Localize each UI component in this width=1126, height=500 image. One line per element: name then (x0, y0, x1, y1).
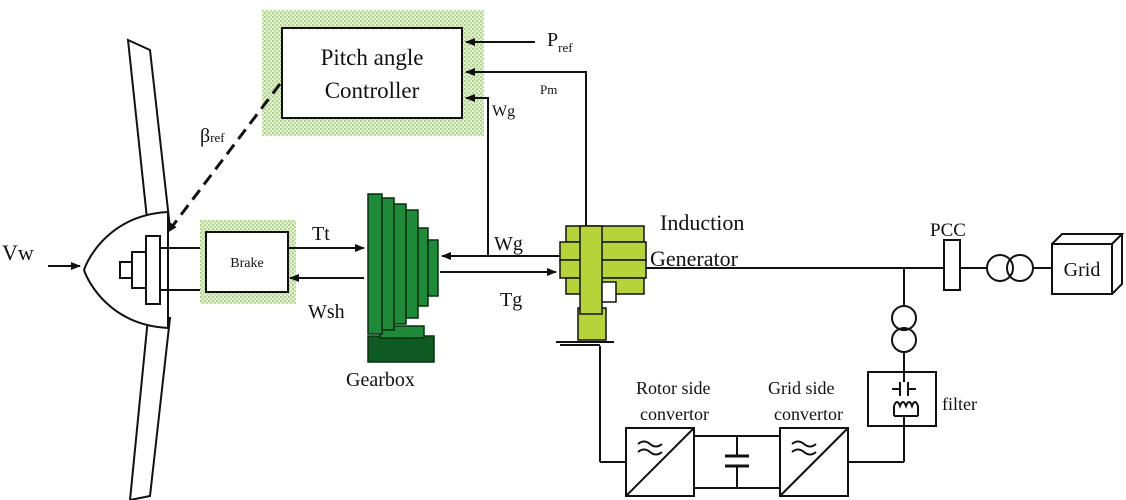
pm-label: Pm (540, 82, 557, 97)
turbine-rotor (82, 38, 172, 500)
hub-cap (119, 261, 133, 279)
rotor-converter-label-line1: Rotor side (636, 378, 711, 398)
filter-label: filter (942, 394, 977, 414)
torque-arrows-right: Wg Tg (440, 233, 560, 311)
brake-box (205, 231, 289, 293)
upper-blade (126, 38, 172, 229)
tg-label: Tg (500, 289, 522, 311)
filter: filter (867, 371, 977, 462)
grid: Grid (1051, 233, 1125, 295)
pcc-label: PCC (930, 220, 966, 241)
gearbox-label: Gearbox (346, 369, 415, 391)
generator-label-line1: Induction (660, 210, 744, 235)
pm-feedback: Pm (465, 68, 587, 230)
wg-feedback: Wg (465, 94, 515, 256)
beta-ref-signal: βref (166, 83, 282, 233)
converter-transformer (891, 305, 917, 372)
beta-ref-label: βref (200, 125, 225, 147)
pcc: PCC (930, 220, 988, 291)
wsh-label: Wsh (308, 301, 345, 323)
grid-side-converter: Grid side convertor (768, 378, 904, 497)
pitch-controller: Pitch angle Controller (262, 10, 484, 136)
hub-shaft-block (131, 251, 147, 289)
hub-flange (145, 235, 161, 305)
gearbox: Gearbox (346, 193, 439, 391)
brake: Brake (200, 220, 296, 304)
wind-speed-label: Vw (2, 240, 34, 265)
controller-label-line1: Pitch angle (321, 45, 424, 70)
wind-input: Vw (2, 240, 81, 270)
wg-label: Wg (494, 233, 523, 255)
rotor-side-converter: Rotor side convertor (625, 378, 711, 497)
tt-label: Tt (312, 223, 330, 245)
low-speed-shaft (160, 247, 206, 291)
generator-label-line2: Generator (650, 246, 739, 271)
controller-box (281, 27, 463, 119)
dc-link (694, 435, 780, 489)
stator-line (646, 267, 944, 306)
grid-converter-label-line1: Grid side (768, 378, 835, 398)
wg-small-label: Wg (492, 103, 515, 120)
rotor-line (599, 346, 626, 463)
brake-label: Brake (230, 256, 263, 271)
torque-arrows-left: Tt Wsh (288, 223, 365, 323)
rotor-converter-label-line2: convertor (640, 404, 709, 424)
grid-transformer (986, 254, 1052, 282)
grid-converter-label-line2: convertor (774, 404, 843, 424)
pref-label: Pref (547, 29, 573, 55)
induction-generator: Induction Generator (556, 210, 744, 346)
controller-label-line2: Controller (325, 78, 420, 103)
pref-input: Pref (465, 29, 573, 55)
lower-blade (128, 317, 172, 500)
grid-label: Grid (1064, 259, 1101, 281)
